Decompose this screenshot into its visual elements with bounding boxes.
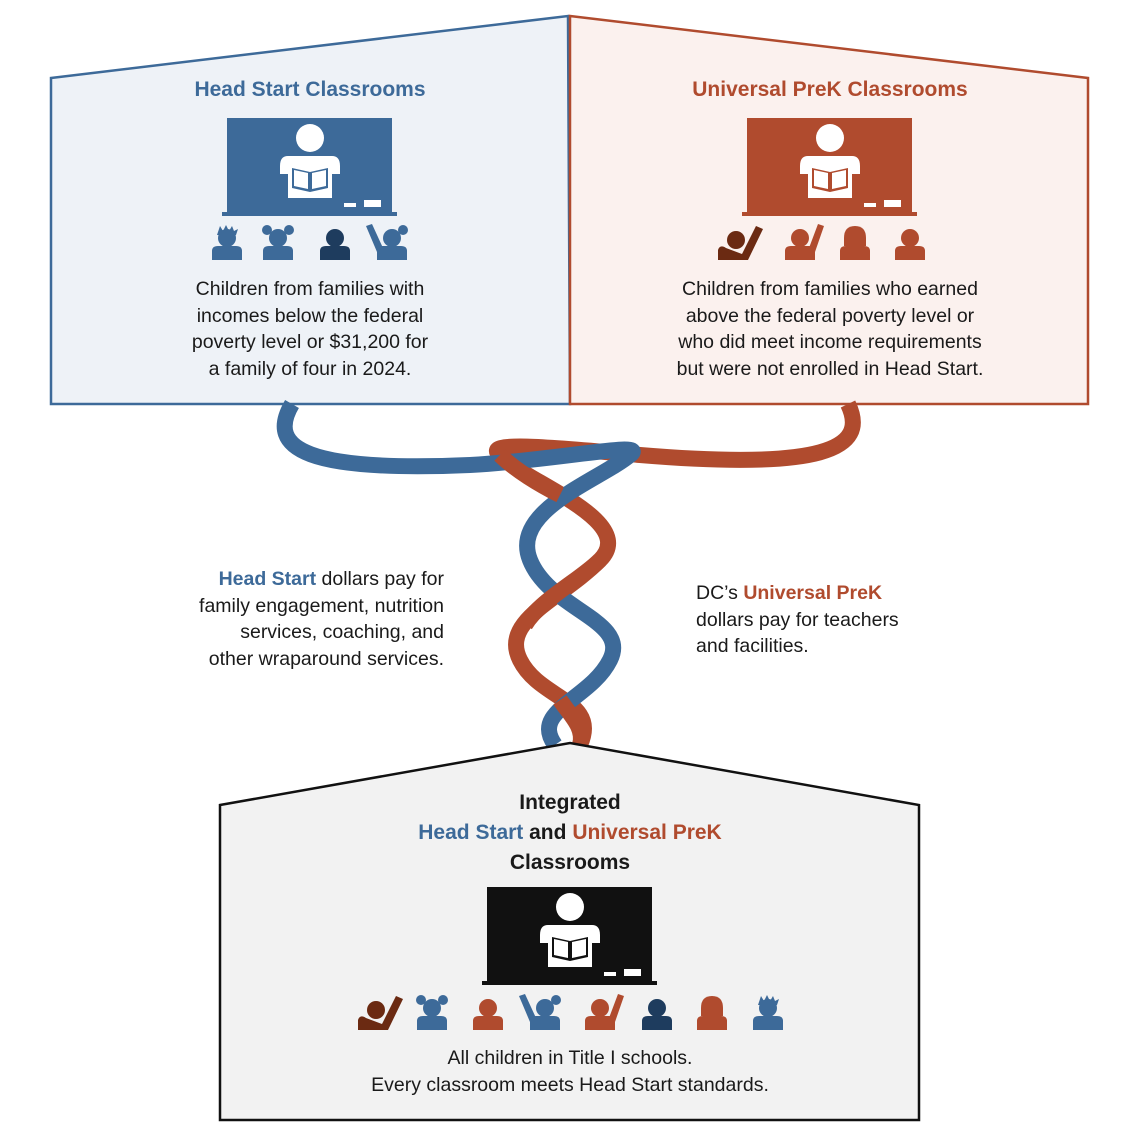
prek-students: [718, 224, 925, 260]
head-start-funding-line: other wraparound services.: [208, 647, 444, 670]
prek-title: Universal PreK Classrooms: [692, 78, 968, 101]
pigtails-child-icon: [416, 995, 448, 1030]
head-start-line: poverty level or $31,200 for: [191, 331, 429, 353]
integrated-description: All children in Title I schools. Every c…: [290, 1045, 850, 1098]
integrated-line: Every classroom meets Head Start standar…: [371, 1073, 769, 1096]
head-start-line: a family of four in 2024.: [208, 357, 412, 380]
prek-classroom-icon: [742, 118, 917, 216]
prek-funding-line: DC’s Universal PreK: [696, 580, 996, 607]
head-start-line: Children from families with: [195, 278, 425, 300]
integrated-head-start-label: Head Start: [418, 821, 524, 844]
spiky-hair-child-icon: [212, 225, 242, 260]
head-start-description: Children from families with incomes belo…: [100, 276, 520, 382]
head-start-funding-line: services, coaching, and: [240, 621, 444, 643]
long-hair-child-icon: [840, 226, 870, 260]
prek-funding-note: DC’s Universal PreK dollars pay for teac…: [696, 580, 996, 660]
head-start-classroom-icon: [222, 118, 397, 216]
integrated-title-line: Classrooms: [509, 851, 631, 874]
head-start-highlight: Head Start: [218, 568, 317, 590]
funding-text: DC’s: [696, 582, 744, 604]
pigtails-child-icon: [262, 225, 294, 260]
spiky-hair-child-icon: [753, 995, 783, 1030]
head-start-funding-line: family engagement, nutrition: [199, 594, 444, 617]
prek-highlight: Universal PreK: [743, 582, 883, 604]
head-start-funding-line: Head Start dollars pay for: [130, 566, 444, 593]
integrated-and-label: and: [523, 821, 573, 844]
head-start-line: incomes below the federal: [196, 304, 424, 327]
integrated-students: [358, 994, 783, 1030]
hand-raised-pigtails-child-icon: [519, 994, 561, 1030]
head-start-title: Head Start Classrooms: [194, 78, 426, 101]
hand-raised-child-icon: [718, 226, 763, 260]
funding-text: dollars pay for: [316, 568, 445, 590]
integrated-title: Integrated Head Start and Universal PreK…: [370, 788, 770, 878]
prek-funding-line: and facilities.: [696, 635, 809, 657]
prek-line: who did meet income requirements: [678, 331, 982, 353]
hand-raised-child-icon: [358, 996, 403, 1030]
head-start-students: [212, 224, 408, 260]
hand-raised-child-icon: [785, 224, 824, 260]
prek-description: Children from families who earned above …: [610, 276, 1050, 382]
hand-raised-pigtails-child-icon: [366, 224, 408, 260]
long-hair-child-icon: [697, 996, 727, 1030]
prek-line: above the federal poverty level or: [685, 304, 975, 327]
integrated-title-line: Head Start and Universal PreK: [370, 818, 770, 848]
head-start-funding-note: Head Start dollars pay for family engage…: [130, 566, 444, 672]
integrated-classroom-icon: [482, 887, 657, 985]
hand-raised-child-icon: [585, 994, 624, 1030]
integrated-prek-label: Universal PreK: [572, 821, 722, 844]
integrated-title-line: Integrated: [519, 791, 621, 814]
prek-line: but were not enrolled in Head Start.: [676, 357, 984, 380]
funding-ribbons: [276, 399, 861, 750]
integrated-line: All children in Title I schools.: [447, 1047, 693, 1069]
prek-funding-line: dollars pay for teachers: [696, 608, 899, 631]
prek-line: Children from families who earned: [682, 278, 978, 300]
